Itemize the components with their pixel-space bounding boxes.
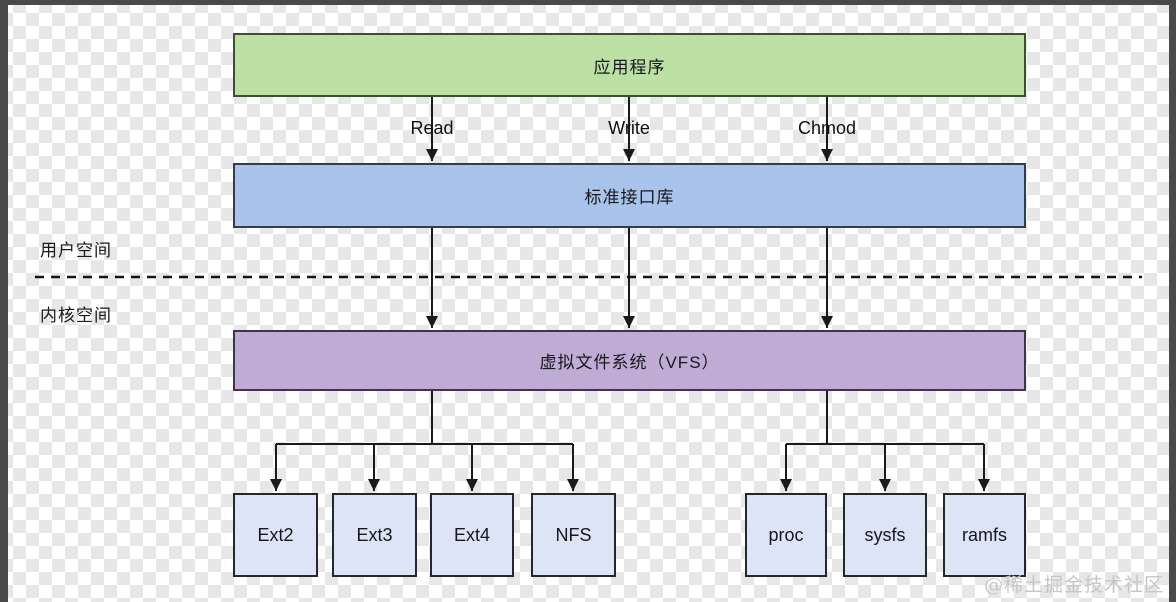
app-to-stdlib-arrows xyxy=(426,97,833,161)
fs-node-ramfs: ramfs xyxy=(943,493,1026,577)
site-watermark: @稀土掘金技术社区 xyxy=(983,574,1164,596)
frame-edge-left xyxy=(0,0,8,602)
application-box: 应用程序 xyxy=(233,33,1026,97)
syscall-label-write: Write xyxy=(608,118,650,138)
fs-node-sysfs: sysfs xyxy=(843,493,927,577)
fs-node-ext4: Ext4 xyxy=(430,493,514,577)
fs-node-ext3: Ext3 xyxy=(332,493,417,577)
syscall-label-read: Read xyxy=(410,118,454,138)
syscall-label-chmod: Chmod xyxy=(797,118,857,138)
fs-node-proc: proc xyxy=(745,493,827,577)
kernel-space-label: 内核空间 xyxy=(40,306,112,325)
fs-node-ext2: Ext2 xyxy=(233,493,318,577)
frame-edge-right xyxy=(1169,0,1176,602)
vfs-to-fs-connectors xyxy=(270,391,990,491)
vfs-box: 虚拟文件系统（VFS） xyxy=(233,330,1026,391)
stdlib-box: 标准接口库 xyxy=(233,163,1026,228)
fs-node-nfs: NFS xyxy=(531,493,616,577)
frame-edge-top xyxy=(0,0,1176,5)
user-space-label: 用户空间 xyxy=(40,241,112,260)
